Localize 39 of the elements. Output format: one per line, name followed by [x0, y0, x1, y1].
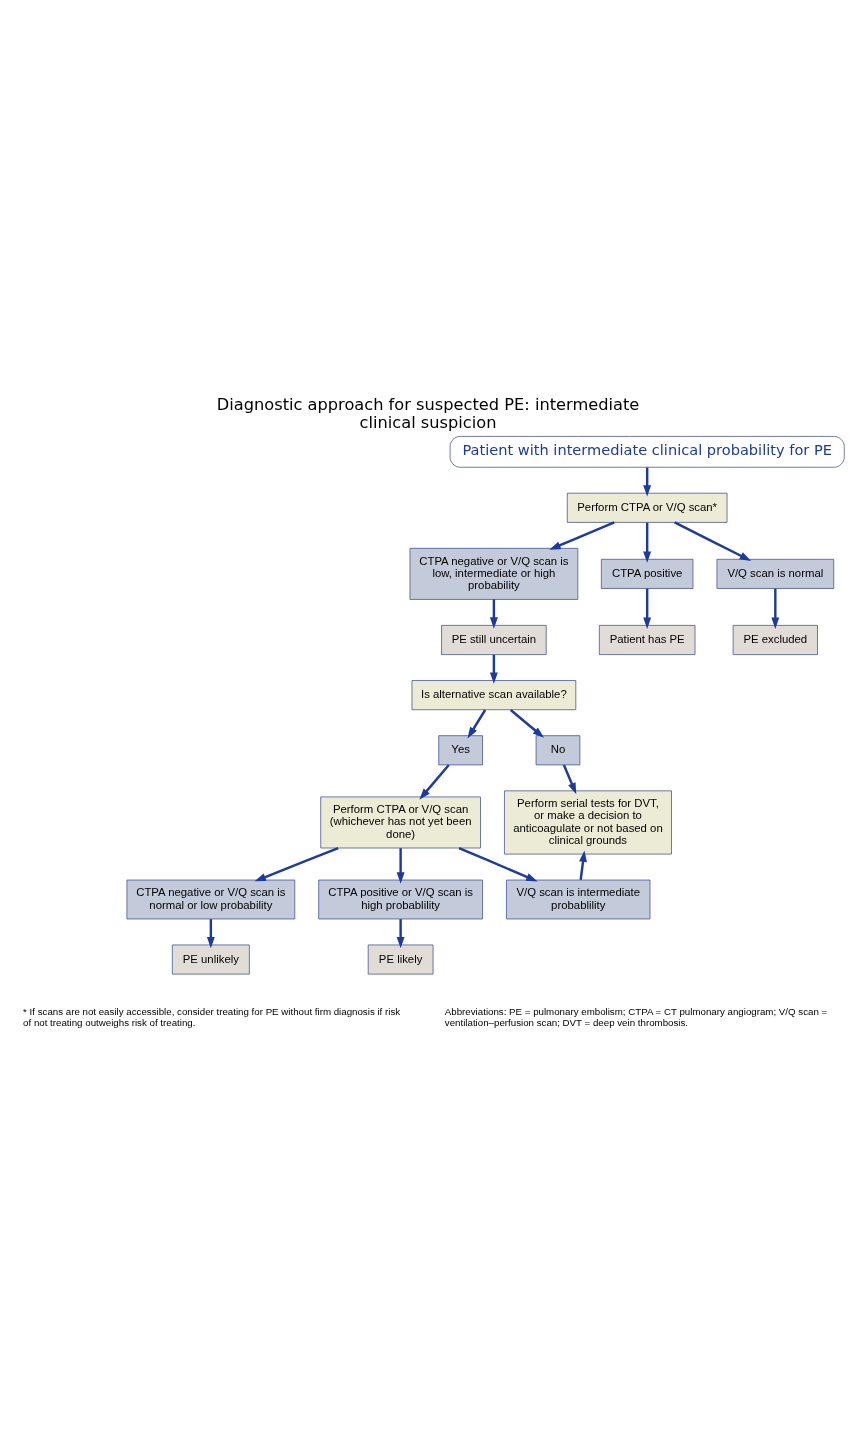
arrow: [674, 521, 752, 561]
diagram-title: Diagnostic approach for suspected PE: intermediate clinical suspicion: [216, 395, 640, 433]
node-box: No: [535, 735, 581, 766]
node-box: PE likely: [367, 944, 434, 975]
node-box: Perform CTPA or V/Q scan (whichever has not yet been done): [320, 796, 481, 849]
node-box: Patient with intermediate clinical probability for PE: [449, 436, 845, 468]
node-box: PE unlikely: [171, 944, 250, 975]
node-box: CTPA positive: [600, 558, 694, 589]
arrow: [419, 764, 450, 800]
node-box: Patient has PE: [598, 624, 696, 655]
node-box: V/Q scan is normal: [716, 558, 835, 589]
node-box: PE excluded: [732, 624, 818, 655]
node-box: Perform CTPA or V/Q scan*: [566, 492, 728, 523]
node-box: Is alternative scan available?: [411, 680, 577, 711]
arrow: [489, 599, 498, 629]
arrow: [771, 588, 780, 629]
arrow: [643, 467, 652, 497]
arrow: [549, 521, 615, 550]
arrow: [396, 919, 405, 949]
arrow: [509, 709, 545, 738]
arrow: [579, 850, 587, 880]
arrow: [562, 764, 577, 795]
node-box: Yes: [438, 735, 483, 766]
arrow: [396, 848, 405, 884]
node-box: Perform serial tests for DVT, or make a decision to anticoagulate or not based on clinical grounds: [504, 790, 672, 855]
label: * If scans are not easily accessible, consider treating for PE without firm diagnosis if risk of not treating outweighs risk of treating.: [23, 1006, 401, 1028]
arrow: [643, 522, 652, 563]
arrow: [206, 919, 215, 949]
arrow: [643, 588, 652, 629]
node-box: CTPA negative or V/Q scan is low, intermediate or high probability: [409, 547, 579, 600]
arrow: [489, 654, 498, 684]
node-box: CTPA positive or V/Q scan is high probablility: [318, 879, 483, 920]
node-box: CTPA negative or V/Q scan is normal or low probability: [126, 879, 296, 920]
arrow: [467, 709, 487, 739]
node-box: PE still uncertain: [441, 624, 547, 655]
label: Abbreviations: PE = pulmonary embolism; CTPA = CT pulmonary angiogram; V/Q scan = ventilation–perfusion scan; DVT = deep vein thrombosis.: [444, 1006, 828, 1028]
arrow: [458, 846, 538, 882]
node-box: V/Q scan is intermediate probablility: [506, 879, 651, 920]
arrow: [254, 846, 339, 882]
